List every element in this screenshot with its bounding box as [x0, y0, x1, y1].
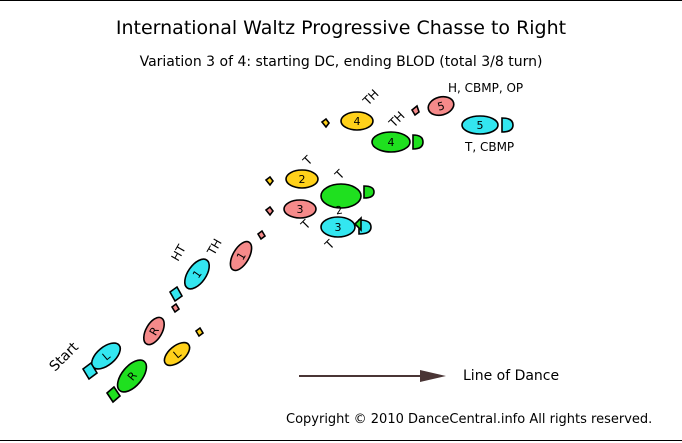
footprint-step5-follow: 5 [427, 95, 455, 117]
step4-follow-label: 4 [354, 115, 361, 128]
step1-lead-footwork: HT [168, 242, 189, 264]
diagram-title: International Waltz Progressive Chasse t… [116, 17, 566, 39]
step1-lead-heel [168, 285, 184, 303]
step5-lead-footwork: T, CBMP [464, 140, 514, 154]
step5-lead-heel [501, 117, 514, 133]
footprint-follower-left-start: L [163, 341, 191, 367]
step5-follow-footwork: H, CBMP, OP [448, 81, 523, 95]
step3-follow-heel [264, 205, 274, 217]
step5-follow-label: 5 [436, 99, 446, 113]
step4-follow-heel [320, 117, 330, 129]
step5-follow-sole [427, 95, 455, 117]
step4-lead-label: 4 [388, 136, 395, 149]
line-of-dance-arrow-head [420, 370, 446, 382]
footprint-start-right: R [116, 359, 148, 393]
step1-follow-sole [229, 240, 253, 272]
step2-lead-label: 2 [335, 203, 344, 217]
step2-follow-label: 2 [299, 173, 306, 186]
footprint-step2-follow: 2 [285, 169, 319, 189]
start-right-heel [105, 385, 122, 404]
step3-follow-sole [283, 199, 317, 219]
step3-lead-sole [320, 216, 356, 238]
follower-left-start-sole [163, 341, 191, 367]
step4-follow-footwork: TH [360, 87, 382, 109]
footprint-step4-lead: 4 [371, 131, 411, 153]
step1-follow-footwork: TH [204, 236, 225, 258]
footprint-step4-follow: 4 [340, 111, 374, 131]
step4-lead-sole [371, 131, 411, 153]
step2-lead-sole [320, 183, 362, 209]
step4-lead-footwork: TH [386, 109, 408, 131]
step2-follow-heel [264, 175, 274, 187]
step2-lead-label-group: 2 [335, 203, 344, 217]
line-of-dance-label: Line of Dance [463, 368, 559, 384]
step3-lead-footwork: T [322, 237, 338, 253]
step3-lead-label: 3 [335, 221, 342, 234]
footprint-step3-follow: 3 [283, 199, 317, 219]
step4-lead-heel [412, 134, 424, 150]
footprint-follower-right-start: R [142, 316, 166, 346]
follower-right-start-heel [170, 302, 181, 314]
footprint-step2-lead [320, 183, 362, 209]
footprint-step1-lead: 1 [183, 258, 211, 290]
step3-lead-heel [358, 219, 372, 235]
start-right-sole [116, 359, 148, 393]
start-label: Start [47, 339, 83, 375]
step5-follow-heel [410, 104, 420, 117]
copyright-notice: Copyright © 2010 DanceCentral.info All r… [286, 412, 652, 427]
step2-lead-toe-overlap [353, 216, 362, 232]
step1-follow-heel [256, 229, 267, 241]
footprint-step1-follow: 1 [229, 240, 253, 272]
step1-lead-sole [183, 258, 211, 290]
start-left-heel [81, 361, 99, 381]
diagram-subtitle: Variation 3 of 4: starting DC, ending BL… [140, 54, 543, 70]
footprint-step3-lead: 3 [320, 216, 356, 238]
follower-left-start-heel [194, 326, 205, 338]
step3-follow-label: 3 [297, 203, 304, 216]
footprint-step5-lead: 5 [461, 115, 499, 135]
step2-follow-footwork: T [300, 153, 316, 169]
follower-right-start-sole [142, 316, 166, 346]
step2-lead-footwork: T [332, 167, 348, 183]
step2-follow-sole [285, 169, 319, 189]
step5-lead-label: 5 [477, 119, 484, 132]
step3-follow-footwork: T [298, 217, 314, 233]
step2-lead-heel [363, 185, 375, 199]
step5-lead-sole [461, 115, 499, 135]
step4-follow-sole [340, 111, 374, 131]
